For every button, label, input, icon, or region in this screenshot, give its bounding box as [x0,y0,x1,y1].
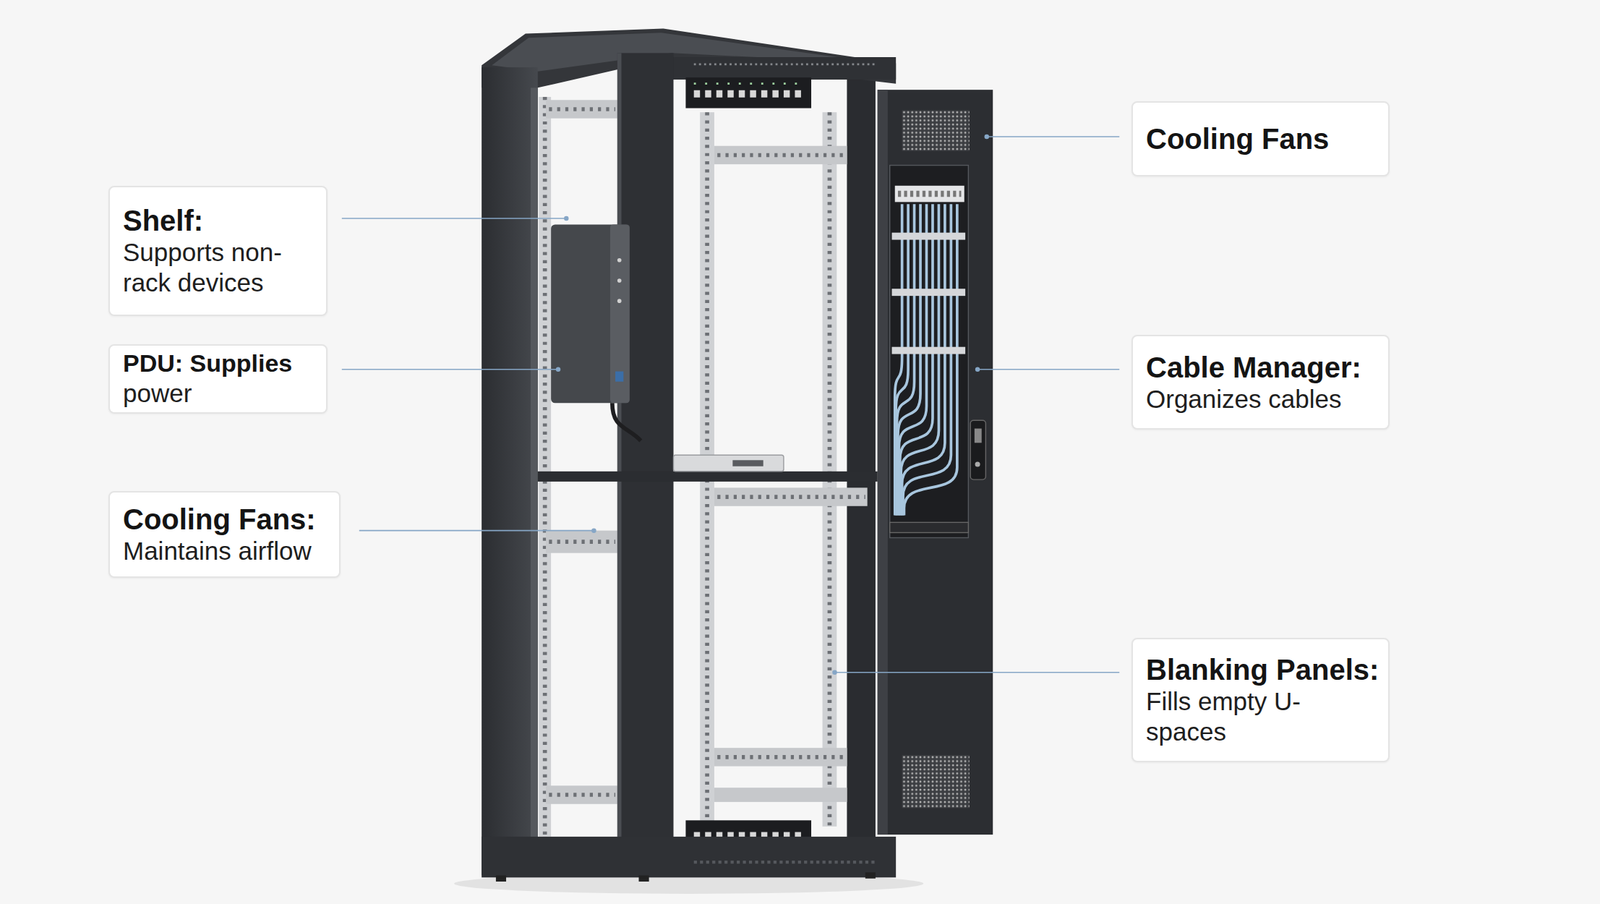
rack-foot [495,874,507,881]
callout-heading: Cooling Fans: [122,502,329,536]
bracket-holes [548,539,616,544]
leader-line [986,135,1120,138]
callout-heading: Blanking Panels: [1145,652,1379,687]
port-leds [694,82,807,85]
callout-box: Shelf:Supports non- rack devices [108,185,328,316]
leader-line [977,368,1120,371]
callout-box: Cooling Fans [1131,101,1390,177]
door-vent [902,754,970,808]
door-lock-key [975,461,981,467]
callout-heading: PDU: Supplies [122,349,316,378]
rack-back-post [846,71,876,862]
door-vent [902,109,970,151]
rack-foot [639,874,650,881]
patch-ports [694,90,807,98]
callout-heading: Cable Manager: [1145,350,1379,384]
pdu-led [617,298,622,303]
bracket-holes [717,494,866,499]
cable-clip [892,232,966,241]
shelf-device [673,454,784,472]
cable-bundle [895,203,958,515]
power-cord [612,402,642,441]
network-cable [898,203,927,515]
callout-description: Maintains airflow [122,535,329,567]
device-label [732,459,763,466]
callout-box: Cooling Fans:Maintains airflow [108,490,341,578]
rail-bracket [714,146,847,165]
rack-door [877,89,993,835]
pdu-led [617,258,622,263]
rail-bracket [714,487,868,506]
door-edge [877,89,888,835]
leader-dot [975,366,980,371]
leader-dot [591,527,596,533]
rail-bracket [714,787,847,802]
door-vent-holes [902,109,970,151]
bracket-holes [717,754,845,760]
pdu-side [610,224,630,403]
callout-description: Organizes cables [1145,383,1379,415]
leader-line [341,217,567,220]
leader-line [359,529,595,532]
door-lock [974,428,982,444]
callout-description: power [122,378,316,409]
rack-base [481,836,896,877]
bracket-holes [548,107,616,112]
rail-bracket [714,747,847,766]
pdu-indicator [615,371,624,382]
leader-line [834,671,1120,674]
mounting-rail [822,112,838,827]
door-handle [970,420,986,480]
cable-manager-panel [890,165,969,538]
callout-description: Supports non- rack devices [122,237,316,298]
base-grille [694,860,878,864]
cable-clip [892,347,966,355]
rail-holes [827,112,833,827]
callout-box: Cable Manager:Organizes cables [1131,334,1390,430]
rack-front-post [481,67,538,875]
rack-shelf [537,471,878,482]
rack-front-post [617,52,674,875]
rail-bracket [545,530,618,554]
leader-dot [555,366,561,371]
top-grille [694,62,878,66]
post-edge [530,87,538,873]
cable-connector-strip [895,185,965,203]
network-cable [903,203,951,515]
door-vent-holes [902,754,970,808]
leader-dot [984,134,990,139]
rail-bracket [545,99,618,118]
post-edge [617,52,622,875]
cable-manager-bracket [890,522,969,533]
callout-heading: Shelf: [122,203,316,238]
network-cable [900,203,933,515]
rail-bracket [545,785,618,804]
callout-box: PDU: Suppliespower [108,344,328,414]
callout-box: Blanking Panels:Fills empty U- spaces [1131,637,1390,763]
leader-lines [341,134,1120,675]
bracket-holes [548,792,616,797]
leader-dot [832,669,837,674]
network-cable [903,203,957,515]
rack-foot [865,871,876,878]
cable-clip [892,288,966,296]
pdu-unit [550,224,630,403]
rail-holes [542,96,548,837]
patch-panel [685,77,812,108]
network-cable [902,203,945,515]
connector-ports [897,190,962,197]
leader-dot [563,216,569,221]
rack-top-frame [671,57,896,80]
callout-heading: Cooling Fans [1145,122,1379,156]
bracket-holes [717,153,845,158]
pdu-led [617,278,622,283]
callout-description: Fills empty U- spaces [1145,686,1363,747]
leader-line [341,368,559,371]
mounting-rail [538,96,551,837]
